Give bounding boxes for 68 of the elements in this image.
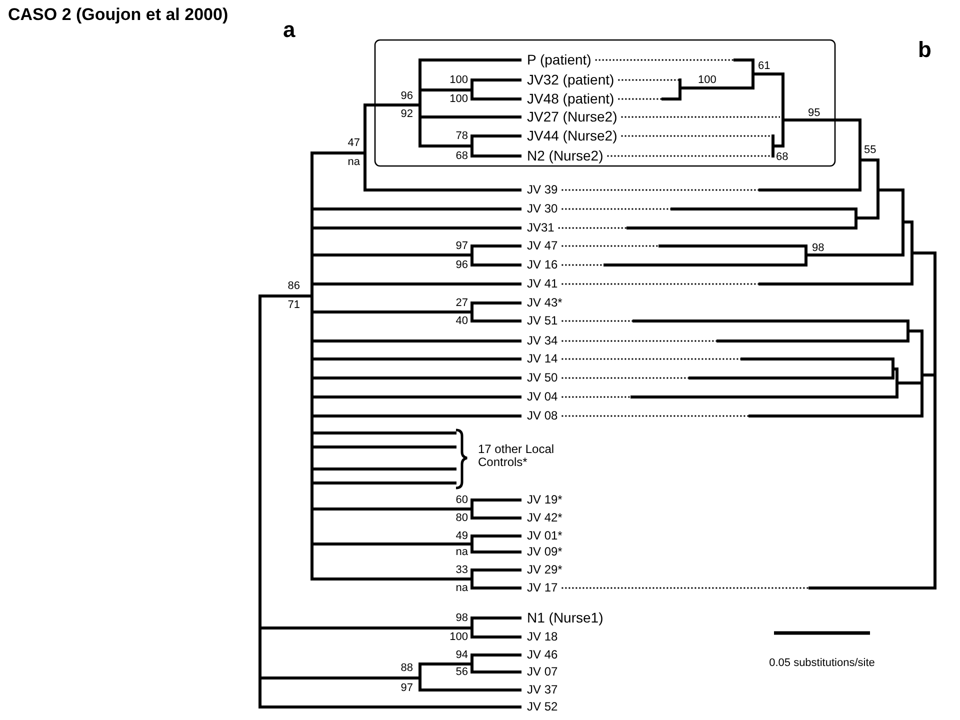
bootstrap-value: 60 [456, 494, 468, 506]
taxon-label: JV 16 [527, 258, 558, 272]
bootstrap-value: na [348, 156, 360, 168]
bootstrap-value: 40 [456, 314, 468, 328]
bootstrap-value: 100 [450, 630, 468, 644]
bootstrap-value: 68 [776, 150, 788, 164]
bootstrap-value: 100 [698, 74, 716, 86]
title: CASO 2 (Goujon et al 2000) [8, 6, 228, 25]
taxon-label: JV 19* [527, 493, 562, 507]
taxon-label: JV 50 [527, 371, 558, 385]
taxon-label: JV 37 [527, 683, 558, 697]
bootstrap-value: 100 [450, 74, 468, 86]
bootstrap-value: 55 [864, 144, 876, 156]
taxon-label: N1 (Nurse1) [527, 610, 604, 626]
taxon-label: P (patient) [527, 52, 592, 68]
bootstrap-value: 95 [808, 106, 820, 120]
taxon-label: JV 14 [527, 352, 558, 366]
bootstrap-value: 56 [456, 666, 468, 678]
taxon-label: JV27 (Nurse2) [527, 109, 618, 125]
taxon-label: JV 17 [527, 581, 558, 595]
bootstrap-value: 61 [758, 60, 770, 72]
taxon-label: JV 34 [527, 334, 558, 348]
taxon-label: JV 41 [527, 277, 558, 291]
taxon-label: JV 09* [527, 545, 562, 559]
taxon-label: JV 39 [527, 183, 558, 197]
taxon-label: JV 18 [527, 630, 558, 644]
taxon-label: N2 (Nurse2) [527, 148, 604, 164]
taxon-label: JV 07 [527, 665, 558, 679]
bootstrap-value: 96 [456, 258, 468, 272]
bootstrap-value: 92 [400, 108, 413, 120]
taxon-label: JV 01* [527, 529, 562, 543]
taxon-label: JV 43* [527, 296, 562, 310]
bootstrap-value: 98 [812, 242, 824, 254]
scale-label: 0.05 substitutions/site [769, 656, 875, 670]
bootstrap-value: 47 [348, 136, 360, 150]
taxon-label: JV 04 [527, 390, 558, 404]
taxon-label: JV32 (patient) [527, 72, 614, 88]
taxon-label: JV44 (Nurse2) [527, 128, 618, 144]
bootstrap-value: 88 [400, 662, 413, 674]
bootstrap-value: 80 [456, 512, 468, 524]
bootstrap-value: 27 [456, 296, 468, 310]
bootstrap-value: 33 [456, 564, 468, 576]
taxon-label: JV 08 [527, 409, 558, 423]
taxon-label: JV48 (patient) [527, 91, 614, 107]
bootstrap-value: na [456, 546, 468, 558]
note: 17 other Local Controls* [478, 442, 556, 470]
bootstrap-value: 97 [400, 682, 413, 694]
bootstrap-value: 96 [400, 90, 413, 102]
bootstrap-value: 71 [288, 298, 300, 312]
bootstrap-value: 78 [456, 130, 468, 142]
bootstrap-value: 49 [456, 530, 468, 542]
taxon-label: JV 29* [527, 563, 562, 577]
bootstrap-value: 94 [456, 648, 468, 662]
taxon-label: JV 30 [527, 202, 558, 216]
taxon-label: JV 46 [527, 648, 558, 662]
taxon-label: JV 51 [527, 314, 558, 328]
taxon-label: JV31 [527, 221, 554, 235]
bootstrap-value: 86 [288, 280, 300, 292]
bootstrap-value: 68 [456, 150, 468, 162]
bootstrap-value: 98 [456, 612, 468, 624]
taxon-label: JV 52 [527, 700, 558, 714]
bootstrap-value: 97 [456, 240, 468, 252]
panel-letter: a [283, 18, 296, 42]
bootstrap-value: 100 [450, 92, 468, 106]
panel-letter: b [918, 38, 932, 62]
bootstrap-value: na [456, 582, 468, 594]
taxon-label: JV 47 [527, 239, 558, 253]
taxon-label: JV 42* [527, 511, 562, 525]
